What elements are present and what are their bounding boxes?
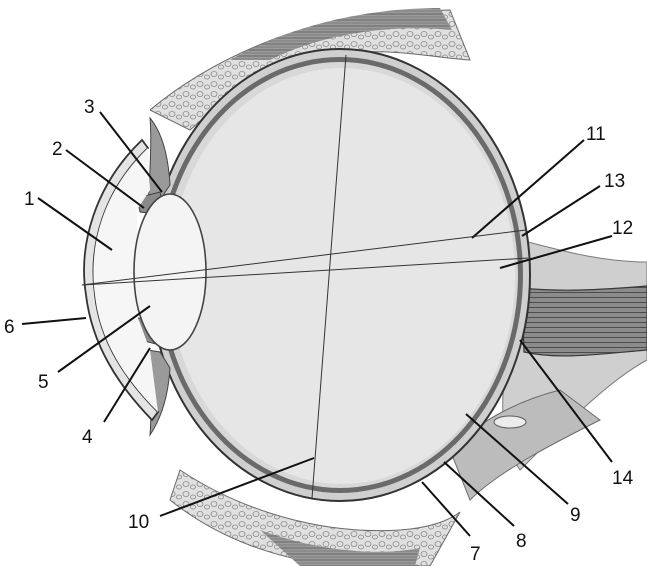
lens: [134, 194, 206, 350]
label-5: 5: [38, 372, 49, 393]
label-2: 2: [52, 139, 63, 160]
label-3: 3: [84, 97, 95, 118]
label-14: 14: [612, 468, 634, 489]
label-4: 4: [82, 427, 93, 448]
label-8: 8: [516, 531, 527, 552]
label-1: 1: [24, 189, 35, 210]
optic-nerve: [522, 286, 647, 356]
vitreous-body: [169, 68, 515, 484]
label-10: 10: [128, 512, 149, 533]
label-13: 13: [604, 171, 625, 192]
retrobulbar-vessel: [494, 416, 526, 428]
label-12: 12: [612, 218, 633, 239]
label-11: 11: [586, 124, 606, 145]
leader-13: [522, 186, 600, 236]
label-7: 7: [470, 544, 481, 565]
label-9: 9: [570, 505, 581, 526]
label-6: 6: [4, 317, 15, 338]
